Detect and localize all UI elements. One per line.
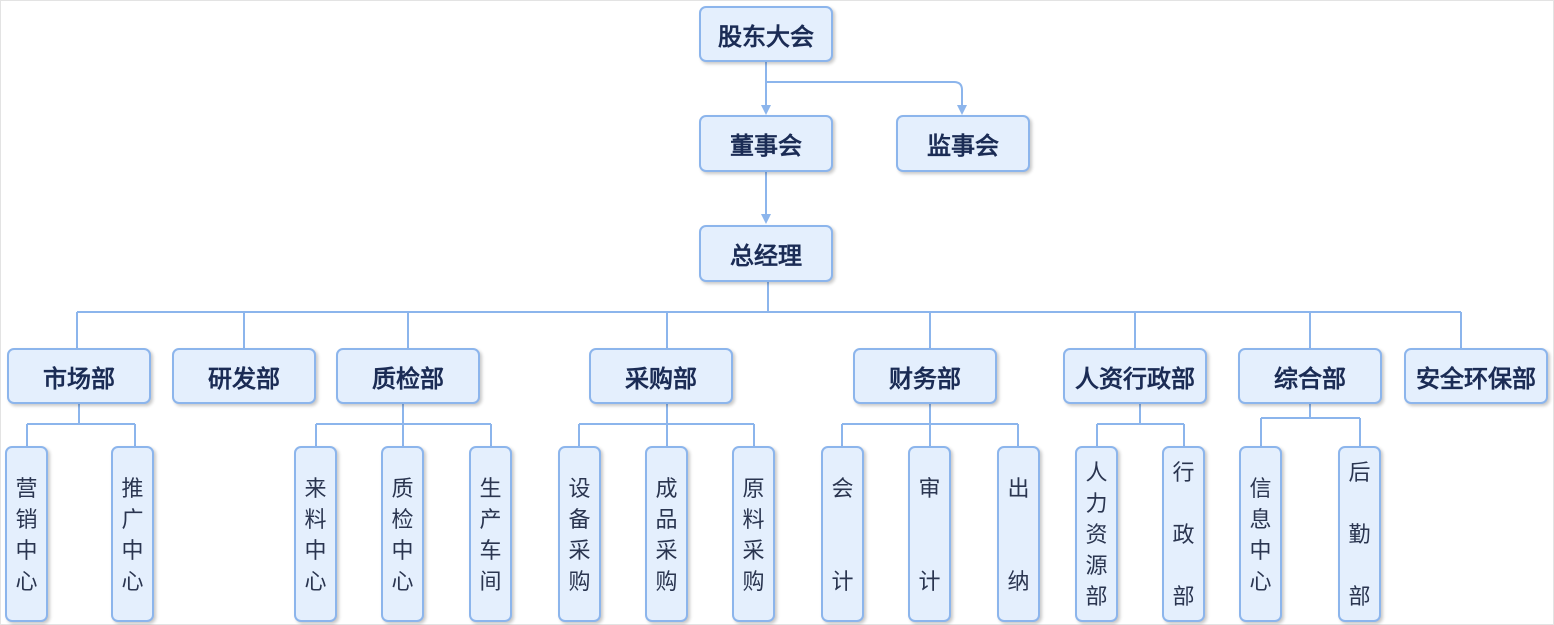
leaf-char: 采 [742, 539, 765, 564]
leaf-char: 检 [391, 508, 414, 533]
leaf-audit: 审 计 [908, 446, 951, 622]
leaf-human-resources: 人 力 资 源 部 [1075, 446, 1118, 622]
node-shareholders: 股东大会 [699, 6, 833, 62]
leaf-incoming-center: 来 料 中 心 [294, 446, 337, 622]
node-general-manager: 总经理 [699, 225, 833, 282]
leaf-char: 备 [568, 508, 591, 533]
leaf-equipment-purchase: 设 备 采 购 [558, 446, 601, 622]
leaf-promotion-center: 推 广 中 心 [111, 446, 154, 622]
leaf-char: 源 [1085, 554, 1108, 579]
leaf-char: 部 [1172, 585, 1195, 610]
node-quality: 质检部 [336, 348, 480, 404]
leaf-char: 设 [568, 477, 591, 502]
leaf-char: 营 [15, 477, 38, 502]
leaf-char: 部 [1348, 585, 1371, 610]
node-hr-admin: 人资行政部 [1063, 348, 1207, 404]
leaf-char: 人 [1085, 461, 1108, 486]
leaf-char: 间 [479, 570, 502, 595]
leaf-sales-center: 营 销 中 心 [5, 446, 48, 622]
node-board: 董事会 [699, 115, 833, 172]
leaf-char: 会 [831, 477, 854, 502]
node-marketing: 市场部 [7, 348, 151, 404]
leaf-char: 出 [1007, 477, 1030, 502]
leaf-char: 心 [1249, 570, 1272, 595]
leaf-char: 品 [655, 508, 678, 533]
leaf-char: 销 [15, 508, 38, 533]
leaf-char: 购 [568, 570, 591, 595]
leaf-char: 来 [304, 477, 327, 502]
leaf-char: 车 [479, 539, 502, 564]
leaf-char: 广 [121, 508, 144, 533]
leaf-char: 审 [918, 477, 941, 502]
leaf-it-center: 信 息 中 心 [1239, 446, 1282, 622]
leaf-char: 原 [742, 477, 765, 502]
leaf-cashier: 出 纳 [997, 446, 1040, 622]
leaf-char: 心 [391, 570, 414, 595]
leaf-material-purchase: 原 料 采 购 [732, 446, 775, 622]
leaf-char: 中 [121, 539, 144, 564]
leaf-administration: 行 政 部 [1162, 446, 1205, 622]
node-rnd: 研发部 [172, 348, 316, 404]
leaf-char: 中 [15, 539, 38, 564]
node-finance: 财务部 [853, 348, 997, 404]
leaf-char: 计 [831, 570, 854, 595]
node-purchasing: 采购部 [589, 348, 733, 404]
leaf-char: 成 [655, 477, 678, 502]
leaf-char: 中 [304, 539, 327, 564]
node-general-affairs: 综合部 [1238, 348, 1382, 404]
node-supervisors: 监事会 [896, 115, 1030, 172]
leaf-char: 信 [1249, 477, 1272, 502]
leaf-product-purchase: 成 品 采 购 [645, 446, 688, 622]
leaf-logistics: 后 勤 部 [1338, 446, 1381, 622]
leaf-char: 购 [742, 570, 765, 595]
leaf-workshop: 生 产 车 间 [469, 446, 512, 622]
leaf-char: 采 [568, 539, 591, 564]
leaf-char: 资 [1085, 523, 1108, 548]
leaf-char: 后 [1348, 461, 1371, 486]
connector-shareholders-supervisors [766, 81, 967, 115]
leaf-char: 勤 [1348, 523, 1371, 548]
leaf-char: 部 [1085, 585, 1108, 610]
leaf-qc-center: 质 检 中 心 [381, 446, 424, 622]
leaf-char: 推 [121, 477, 144, 502]
leaf-char: 中 [391, 539, 414, 564]
leaf-char: 采 [655, 539, 678, 564]
leaf-char: 产 [479, 508, 502, 533]
leaf-char: 心 [15, 570, 38, 595]
leaf-char: 质 [391, 477, 414, 502]
leaf-char: 料 [304, 508, 327, 533]
leaf-char: 纳 [1007, 570, 1030, 595]
leaf-char: 力 [1085, 492, 1108, 517]
leaf-char: 中 [1249, 539, 1272, 564]
leaf-char: 料 [742, 508, 765, 533]
leaf-char: 心 [304, 570, 327, 595]
leaf-char: 心 [121, 570, 144, 595]
node-safety-env: 安全环保部 [1404, 348, 1548, 404]
leaf-accounting: 会 计 [821, 446, 864, 622]
leaf-char: 生 [479, 477, 502, 502]
leaf-char: 计 [918, 570, 941, 595]
leaf-char: 购 [655, 570, 678, 595]
leaf-char: 政 [1172, 523, 1195, 548]
leaf-char: 行 [1172, 461, 1195, 486]
leaf-char: 息 [1249, 508, 1272, 533]
